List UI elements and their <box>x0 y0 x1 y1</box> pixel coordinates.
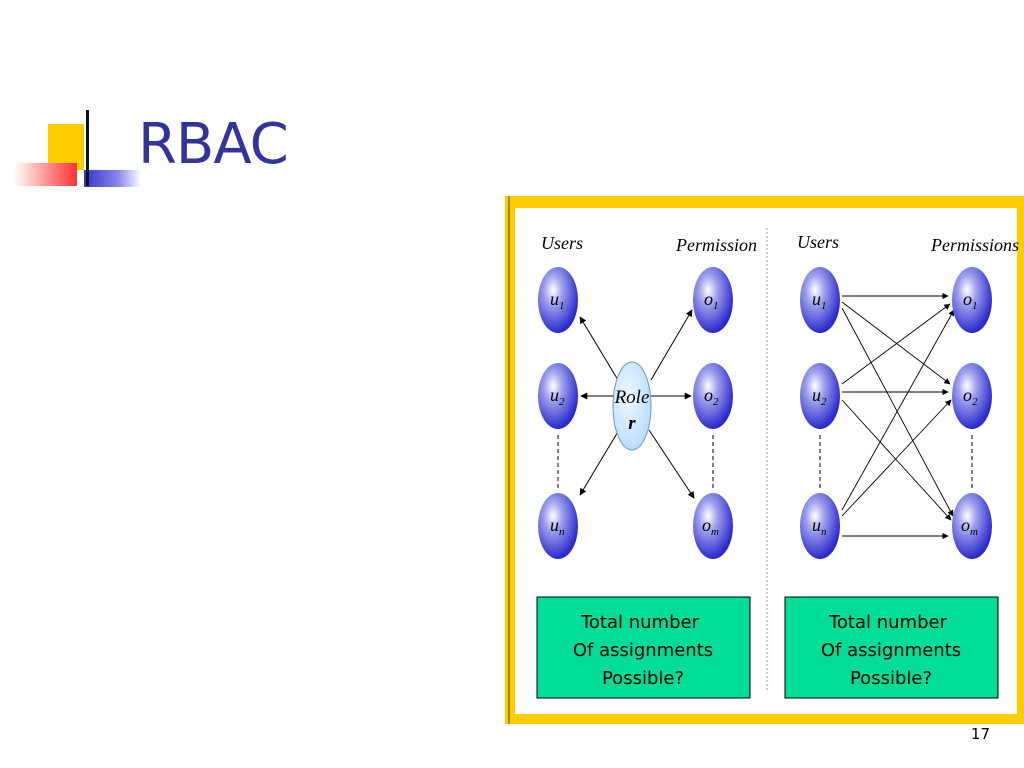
left-permission-node-1: o1 <box>693 267 733 333</box>
svg-text:un: un <box>812 515 827 538</box>
title-decoration-vertical-line <box>86 110 89 186</box>
left-user-node-n: un <box>538 493 578 559</box>
svg-text:r: r <box>628 413 636 434</box>
svg-text:u1: u1 <box>812 289 827 312</box>
left-user-node-2: u2 <box>538 363 578 429</box>
slide-title: RBAC <box>138 112 289 177</box>
svg-text:om: om <box>961 515 978 538</box>
svg-text:u2: u2 <box>550 385 565 408</box>
right-permission-node-2: o2 <box>952 363 992 429</box>
svg-text:Of assignments: Of assignments <box>821 640 961 661</box>
svg-text:un: un <box>550 515 565 538</box>
svg-text:om: om <box>702 515 719 538</box>
right-permissions-header: Permissions <box>930 235 1019 255</box>
svg-text:o2: o2 <box>704 385 719 408</box>
svg-text:Total number: Total number <box>828 612 948 633</box>
left-users-header: Users <box>541 233 583 253</box>
right-permission-node-1: o1 <box>952 267 992 333</box>
svg-text:Of assignments: Of assignments <box>573 640 713 661</box>
left-user-node-1: u1 <box>538 267 578 333</box>
left-answer-box: Total number Of assignments Possible? <box>536 596 751 699</box>
svg-text:Total number: Total number <box>580 612 700 633</box>
right-user-node-n: un <box>800 493 840 559</box>
svg-text:u2: u2 <box>812 385 827 408</box>
right-assignment-edges <box>841 292 955 540</box>
right-user-node-2: u2 <box>800 363 840 429</box>
svg-text:Possible?: Possible? <box>850 668 932 689</box>
svg-text:o1: o1 <box>963 289 978 312</box>
svg-text:o2: o2 <box>963 385 978 408</box>
left-permissions-header: Permission <box>675 235 757 255</box>
svg-text:Role: Role <box>614 387 650 408</box>
svg-text:o1: o1 <box>704 289 719 312</box>
page-number: 17 <box>970 725 990 743</box>
title-decoration-yellow-square <box>48 124 84 170</box>
right-answer-box: Total number Of assignments Possible? <box>784 596 999 699</box>
left-permission-node-m: om <box>693 493 733 559</box>
svg-text:Possible?: Possible? <box>602 668 684 689</box>
right-users-header: Users <box>797 232 839 252</box>
right-user-node-1: u1 <box>800 267 840 333</box>
role-node: Role r <box>612 361 652 451</box>
title-decoration-blue-bar <box>84 170 141 187</box>
svg-text:u1: u1 <box>550 289 565 312</box>
left-permission-node-2: o2 <box>693 363 733 429</box>
right-permission-node-m: om <box>952 493 992 559</box>
title-decoration-red-bar <box>14 163 77 186</box>
